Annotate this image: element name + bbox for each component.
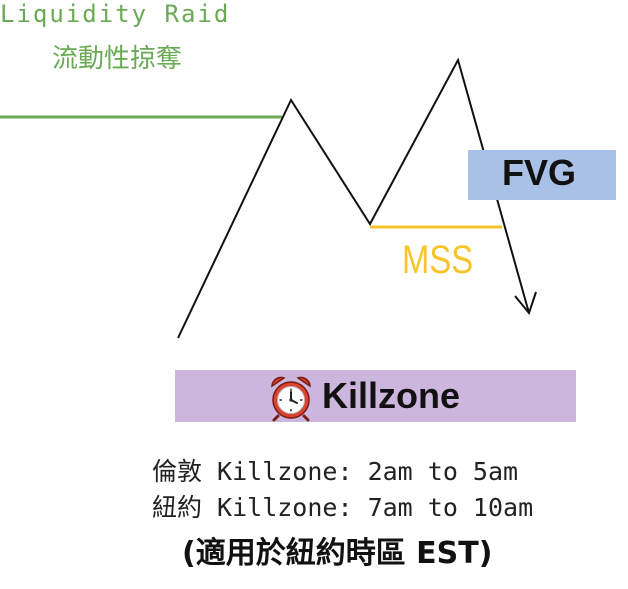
fvg-box (468, 150, 616, 200)
timezone-note: (適用於紐約時區 EST) (182, 536, 493, 571)
price-arrowhead (514, 291, 537, 316)
alarm-clock-icon (271, 376, 311, 422)
killzone-label: Killzone (322, 375, 461, 416)
liquidity-raid-label-en: Liquidity Raid (0, 0, 231, 28)
killzone-box (175, 370, 576, 422)
mss-label: MSS (402, 238, 474, 282)
new-york-killzone-hours: 紐約 Killzone: 7am to 10am (152, 493, 534, 522)
price-path (177, 57, 530, 339)
london-killzone-hours: 倫敦 Killzone: 2am to 5am (152, 457, 519, 486)
liquidity-raid-label-cn: 流動性掠奪 (52, 44, 183, 74)
fvg-label: FVG (502, 152, 577, 193)
